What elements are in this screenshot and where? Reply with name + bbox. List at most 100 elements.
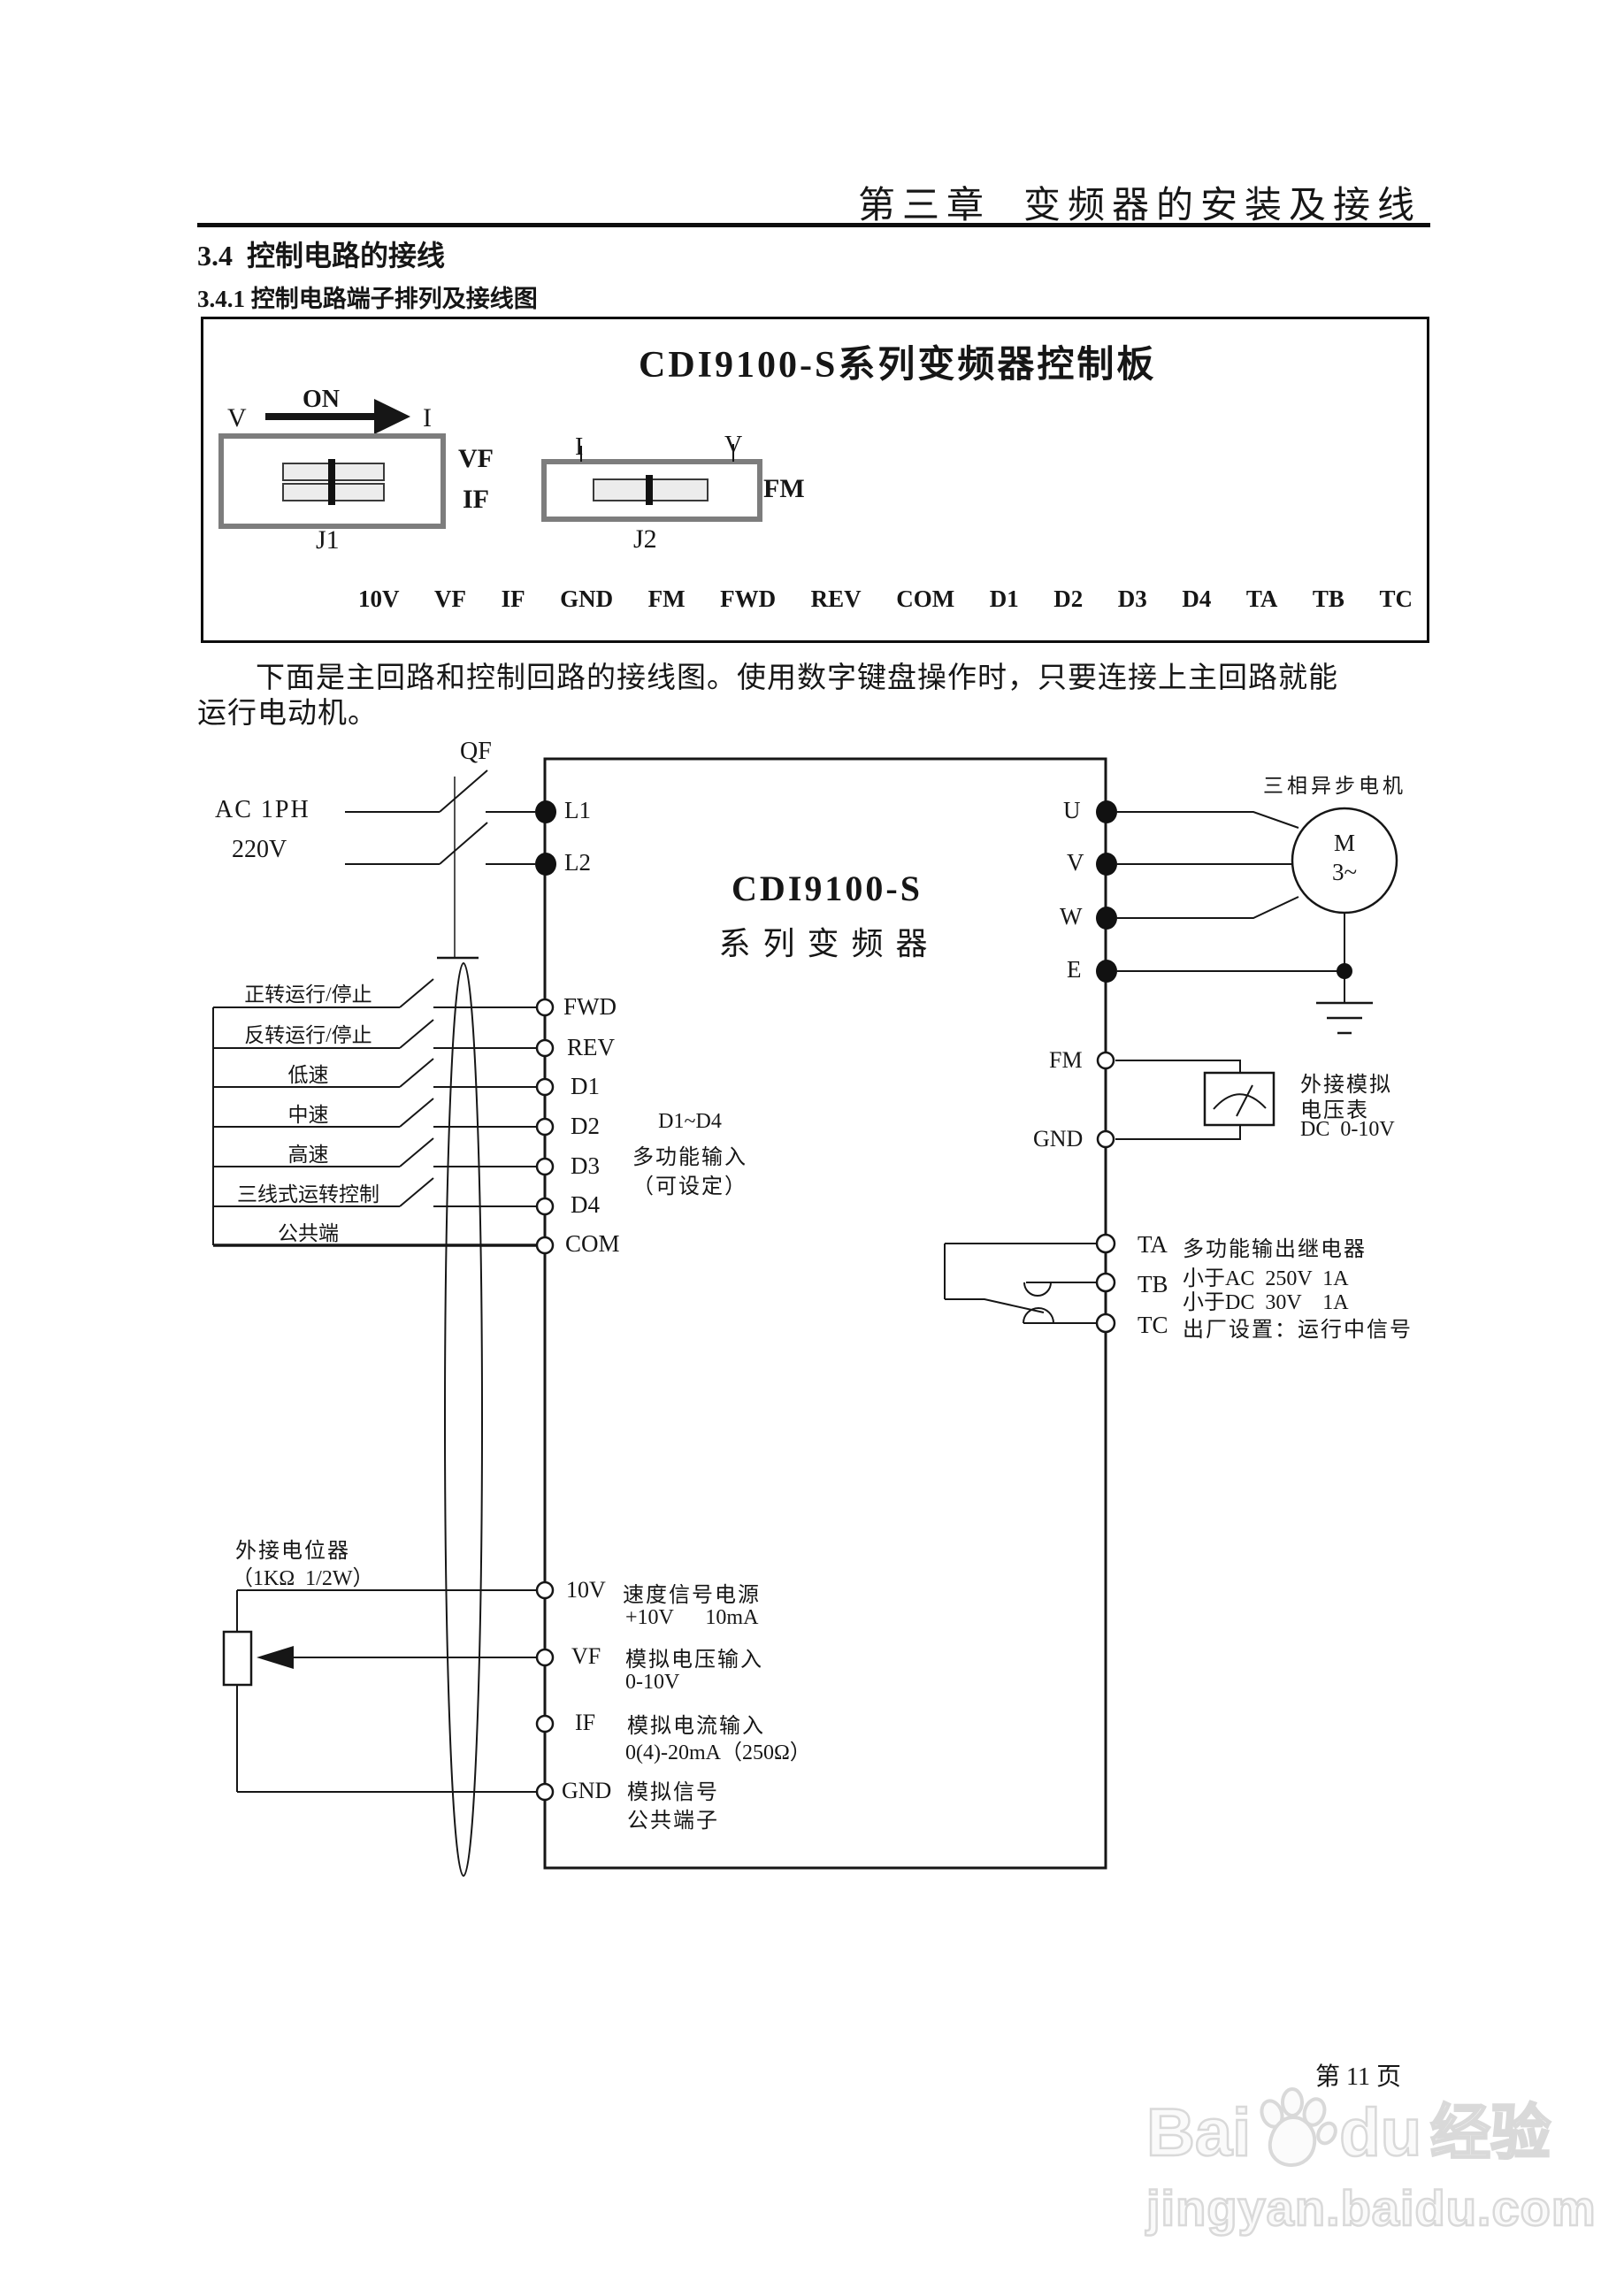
breaker-symbol: [345, 769, 535, 960]
terminal-label-rev: REV: [567, 1034, 615, 1060]
j2-name-label: J2: [633, 524, 657, 554]
motor-m-label: M: [1333, 830, 1355, 856]
j1-option-vf-label: VF: [458, 444, 494, 473]
strip-terminal-vf: VF: [434, 585, 467, 612]
strip-terminal-d2: D2: [1053, 585, 1084, 612]
digital-input-label-reverse: 反转运行/停止: [244, 1024, 372, 1046]
strip-terminal-tc: TC: [1379, 585, 1413, 612]
j2-right-label: V: [724, 432, 743, 459]
j1-switch-graphic: [218, 433, 446, 529]
terminal-label-ta: TA: [1138, 1231, 1168, 1258]
baidu-logo-text-du: du: [1338, 2095, 1422, 2170]
digital-input-label-mid-speed: 中速: [287, 1104, 329, 1126]
terminal-label-d1: D1: [571, 1073, 600, 1099]
j2-switch-graphic: [541, 444, 762, 522]
supply-label-line2: 220V: [232, 836, 287, 863]
strip-terminal-if: IF: [501, 585, 525, 612]
strip-terminal-d3: D3: [1117, 585, 1147, 612]
subsection-heading: 3.4.1 控制电路端子排列及接线图: [197, 286, 538, 312]
strip-terminal-gnd: GND: [560, 585, 614, 612]
j1-on-label: ON: [303, 386, 340, 413]
baidu-watermark: Bai du 经验 jingyan.baidu.com: [1145, 2087, 1597, 2238]
meter-note-line1: 外接模拟: [1300, 1074, 1392, 1097]
baidu-paw-icon: [1260, 2087, 1338, 2168]
digital-input-label-three-wire: 三线式运转控制: [237, 1183, 379, 1205]
terminal-label-l1: L1: [564, 797, 591, 823]
control-terminal-circles: [535, 998, 1116, 1802]
terminal-label-d4: D4: [571, 1191, 600, 1218]
terminal-label-vf: VF: [571, 1643, 601, 1669]
terminal-label-w: W: [1060, 903, 1083, 930]
voltmeter-symbol: [1115, 1060, 1275, 1140]
inverter-title-line1: CDI9100-S: [732, 869, 923, 908]
j1-option-if-label: IF: [463, 485, 489, 514]
terminal-label-fm: FM: [1049, 1047, 1083, 1073]
analog-note-gnd-line2: 公共端子: [627, 1810, 719, 1833]
terminal-label-d2: D2: [571, 1113, 600, 1139]
multi-input-note-line1: D1~D4: [658, 1110, 722, 1133]
analog-note-vf-line2: 0-10V: [625, 1671, 680, 1694]
j1-left-label: V: [227, 403, 247, 432]
watermark-url: jingyan.baidu.com: [1145, 2179, 1597, 2238]
intro-paragraph-line2: 运行电动机。: [197, 698, 378, 730]
ground-symbol: [1316, 1001, 1373, 1035]
meter-note-line3: DC 0-10V: [1300, 1118, 1395, 1141]
strip-terminal-d1: D1: [989, 585, 1019, 612]
terminal-label-fwd: FWD: [563, 993, 617, 1020]
section-heading: 3.4 控制电路的接线: [197, 240, 446, 272]
strip-terminal-tb: TB: [1312, 585, 1344, 612]
relay-note-tb1: 小于AC 250V 1A: [1183, 1267, 1349, 1290]
shield-cable-ellipse: [444, 962, 483, 1877]
baidu-jingyan-text: 经验: [1429, 2099, 1552, 2169]
control-board-figure-frame: [201, 317, 1429, 643]
motor-label: 三相异步电机: [1263, 775, 1406, 797]
j2-left-label: I: [575, 433, 584, 461]
terminal-label-tc: TC: [1138, 1312, 1168, 1338]
chapter-title: 第三章 变频器的安装及接线: [857, 186, 1421, 226]
multi-input-note-line2: 多功能输入: [632, 1146, 747, 1169]
relay-symbol: [944, 1243, 1098, 1324]
power-terminal-dots: [535, 800, 1352, 983]
j2-option-fm-label: FM: [763, 474, 805, 503]
digital-input-label-forward: 正转运行/停止: [244, 983, 372, 1006]
relay-note-tb2: 小于DC 30V 1A: [1183, 1291, 1349, 1314]
terminal-label-if: IF: [575, 1710, 596, 1735]
strip-terminal-ta: TA: [1245, 585, 1278, 612]
digital-input-label-high-speed: 高速: [287, 1144, 329, 1166]
intro-paragraph-line1: 下面是主回路和控制回路的接线图。使用数字键盘操作时，只要连接上主回路就能: [256, 662, 1338, 694]
baidu-logo-text-bai: Bai: [1145, 2095, 1252, 2170]
digital-input-label-low-speed: 低速: [287, 1064, 329, 1086]
strip-terminal-rev: REV: [810, 585, 862, 612]
baidu-logo: Bai du 经验: [1145, 2087, 1597, 2170]
digital-input-wires: [212, 978, 537, 1247]
motor-phase-label: 3~: [1331, 859, 1358, 885]
terminal-label-gnd-out: GND: [1033, 1126, 1084, 1152]
analog-note-10v-line1: 速度信号电源: [623, 1584, 761, 1607]
terminal-label-tb: TB: [1138, 1271, 1168, 1297]
j1-right-label: I: [423, 403, 432, 432]
potentiometer-symbol: [222, 1589, 537, 1793]
pot-label-line2: （1KΩ 1/2W）: [232, 1567, 374, 1590]
multi-input-note-line3: （可设定）: [632, 1175, 747, 1198]
terminal-label-l2: L2: [564, 849, 591, 876]
supply-label-line1: AC 1PH: [215, 796, 310, 823]
analog-note-if-line2: 0(4)-20mA（250Ω）: [625, 1741, 811, 1764]
strip-terminal-d4: D4: [1182, 585, 1212, 612]
strip-terminal-fwd: FWD: [720, 585, 777, 612]
terminal-label-v: V: [1067, 849, 1084, 876]
analog-note-10v-line2: +10V 10mA: [625, 1606, 759, 1629]
pot-label-line1: 外接电位器: [235, 1540, 350, 1563]
terminal-label-gnd-in: GND: [562, 1778, 612, 1803]
terminal-label-u: U: [1063, 797, 1081, 823]
on-arrow-icon: [265, 399, 410, 434]
relay-note-ta: 多功能输出继电器: [1183, 1238, 1367, 1261]
analog-note-if-line1: 模拟电流输入: [627, 1715, 765, 1738]
terminal-label-10v: 10V: [566, 1577, 606, 1603]
analog-note-vf-line1: 模拟电压输入: [625, 1649, 763, 1672]
control-board-title: CDI9100-S系列变频器控制板: [639, 345, 1157, 386]
motor-wiring: [1117, 811, 1345, 1003]
j1-name-label: J1: [316, 525, 340, 555]
strip-terminal-fm: FM: [647, 585, 686, 612]
terminal-label-e: E: [1067, 956, 1082, 983]
